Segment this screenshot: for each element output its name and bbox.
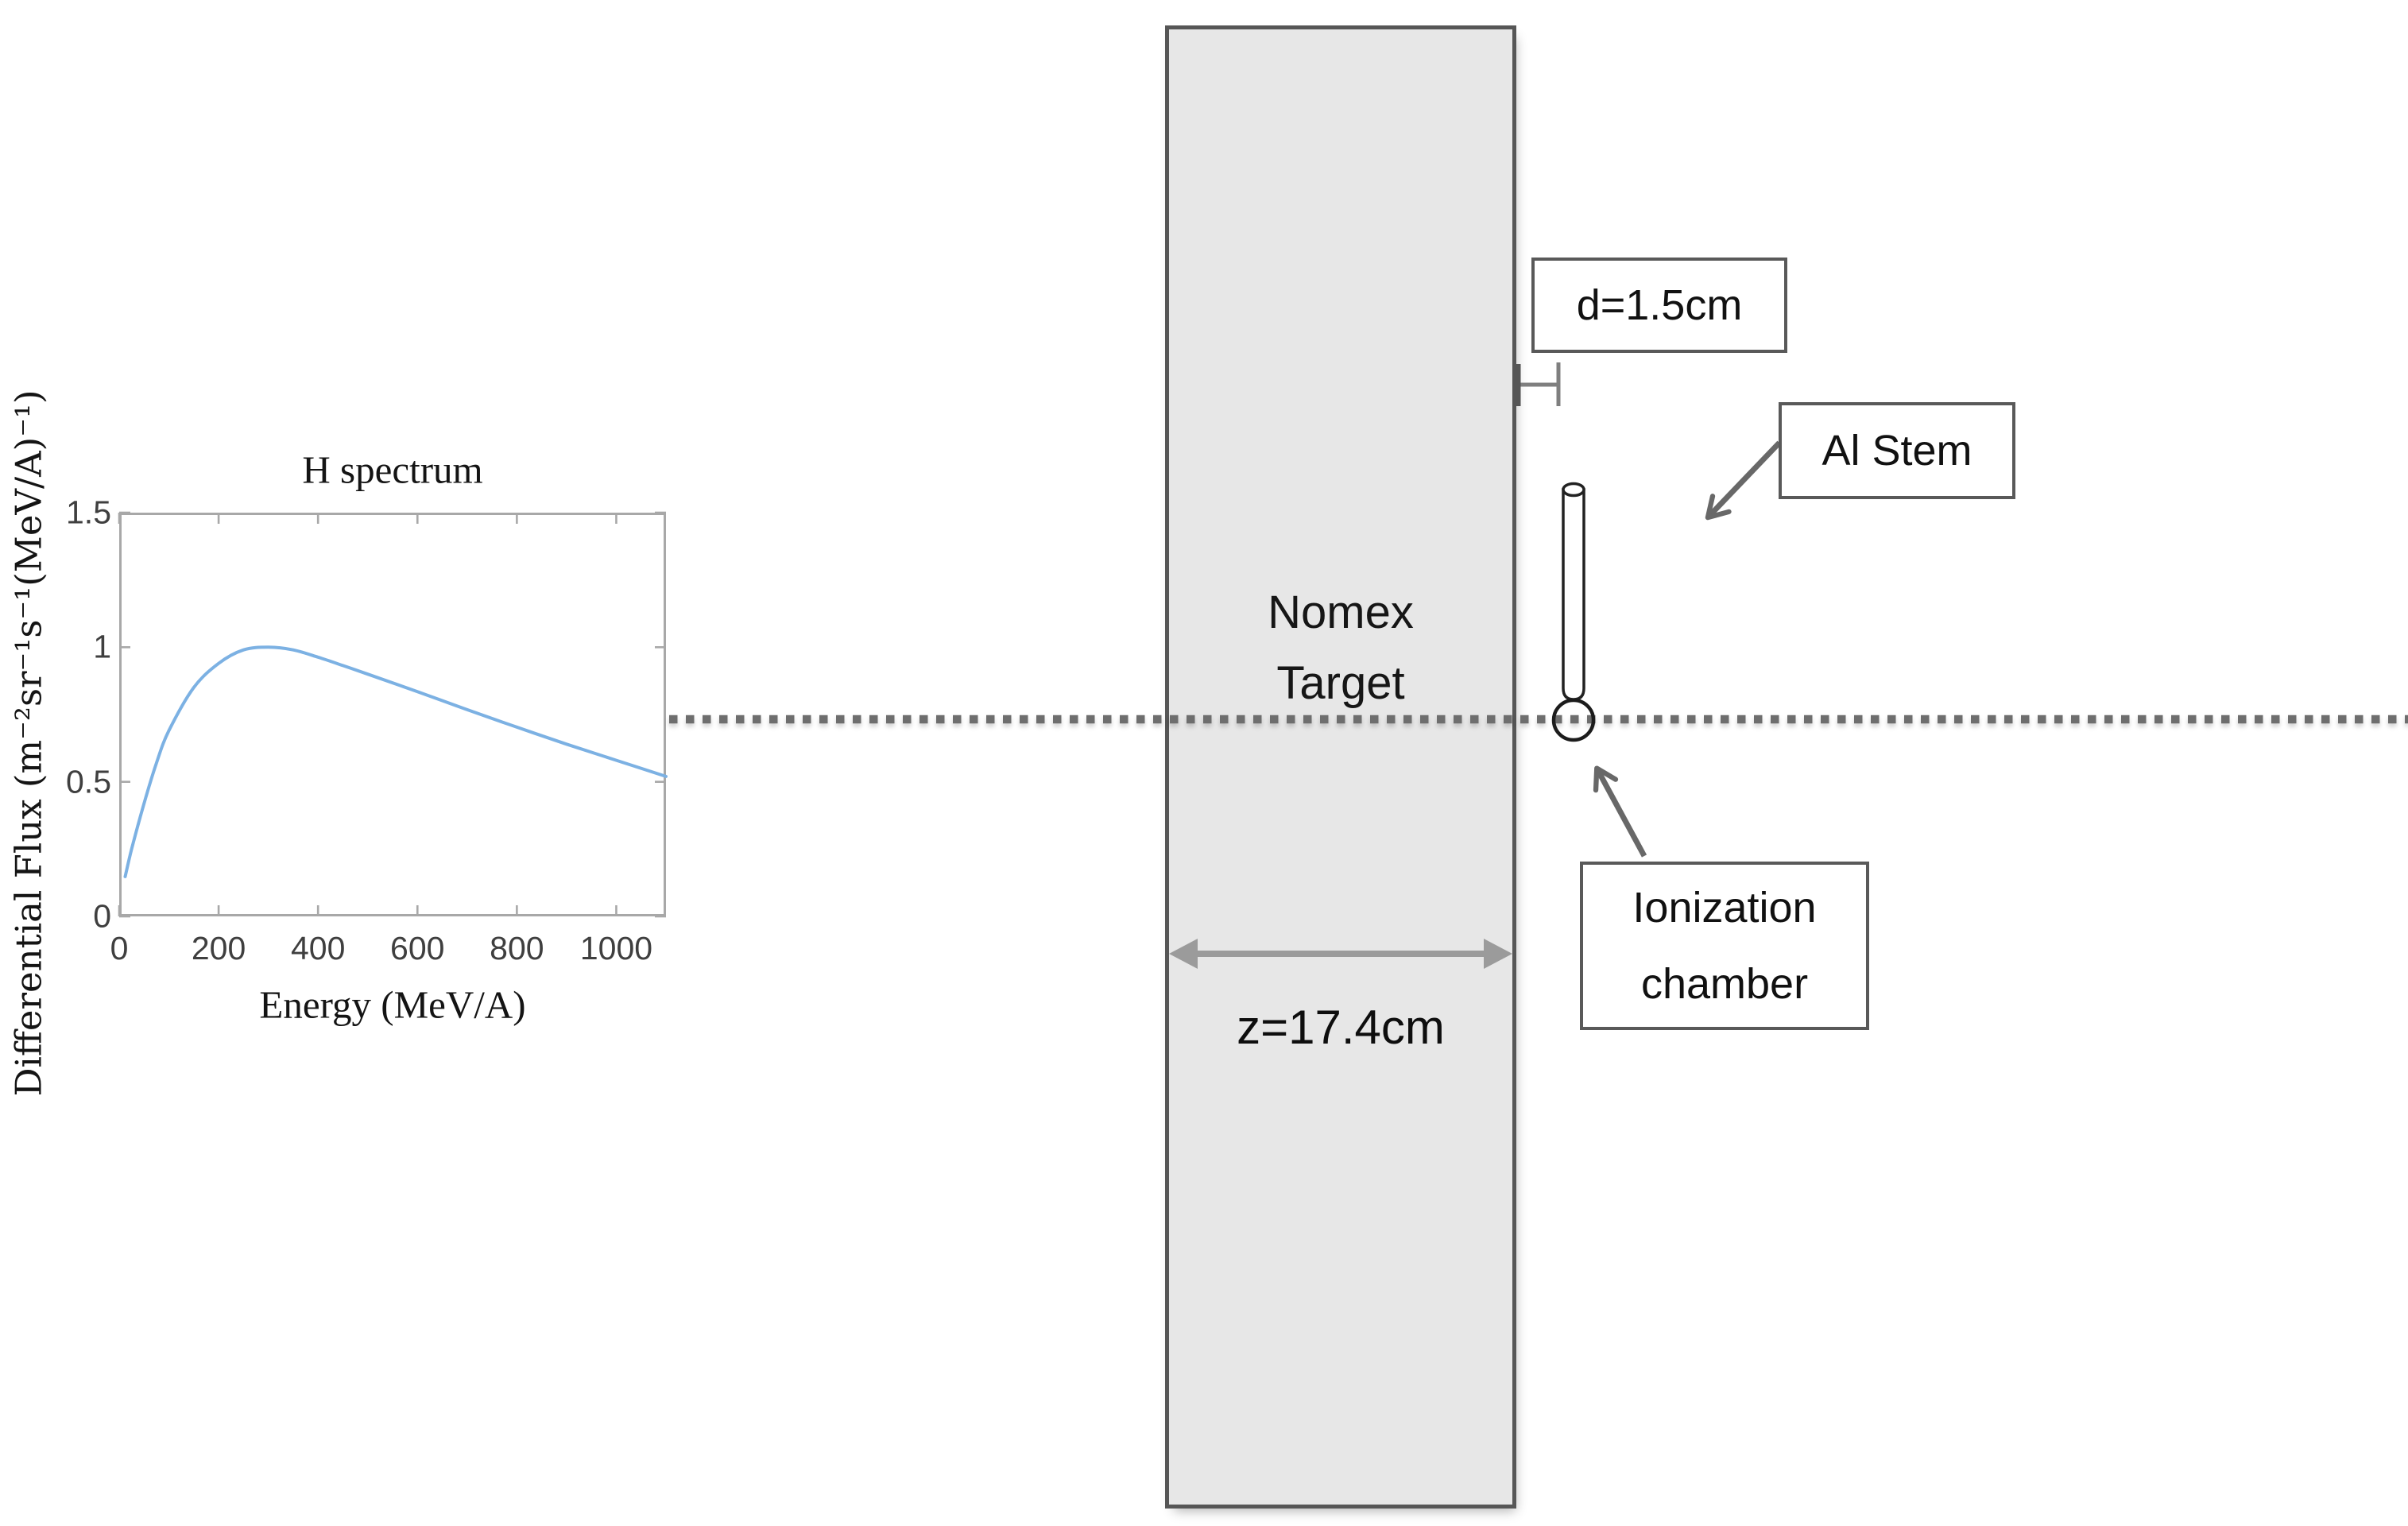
al-stem-arrow <box>1705 440 1782 521</box>
chamber-arrow <box>1593 765 1647 858</box>
ionization-chamber-label-box: Ionization chamber <box>1580 862 1869 1030</box>
distance-marker <box>1513 362 1561 406</box>
x-tick-label-600: 600 <box>390 930 445 966</box>
distance-label: d=1.5cm <box>1576 281 1743 329</box>
y-tick-label-0: 0 <box>93 897 111 935</box>
nomex-target-label-line2: Target <box>1276 657 1405 709</box>
al-stem-label-box: Al Stem <box>1779 402 2015 499</box>
al-stem-label: Al Stem <box>1821 427 1972 474</box>
al-stem-shape <box>1562 482 1585 701</box>
nomex-target-label: Nomex Target <box>1165 577 1516 718</box>
chart-title: H spectrum <box>302 447 483 492</box>
thickness-label: z=17.4cm <box>1237 1001 1445 1054</box>
ionization-chamber-label-line1: Ionization <box>1632 884 1817 931</box>
ionization-chamber-shape <box>1551 698 1596 742</box>
x-tick-label-0: 0 <box>110 930 129 966</box>
x-tick-label-1000: 1000 <box>579 930 653 966</box>
nomex-target-label-line1: Nomex <box>1268 587 1414 638</box>
ionization-chamber-label-line2: chamber <box>1640 960 1809 1008</box>
x-tick-label-200: 200 <box>191 930 246 966</box>
spectrum-plot-area <box>119 513 666 916</box>
chart-y-axis-label: Differential Flux (m⁻²sr⁻¹s⁻¹(MeV/A)⁻¹) <box>7 389 50 1097</box>
y-tick-label-1p5: 1.5 <box>66 494 111 531</box>
chart-x-axis-label: Energy (MeV/A) <box>259 982 526 1027</box>
distance-label-box: d=1.5cm <box>1531 258 1787 353</box>
y-tick-label-0p5: 0.5 <box>66 763 111 800</box>
x-tick-label-800: 800 <box>490 930 544 966</box>
nomex-target-rect <box>1165 25 1516 1509</box>
x-tick-label-400: 400 <box>290 930 346 966</box>
y-tick-label-1: 1 <box>93 628 111 665</box>
